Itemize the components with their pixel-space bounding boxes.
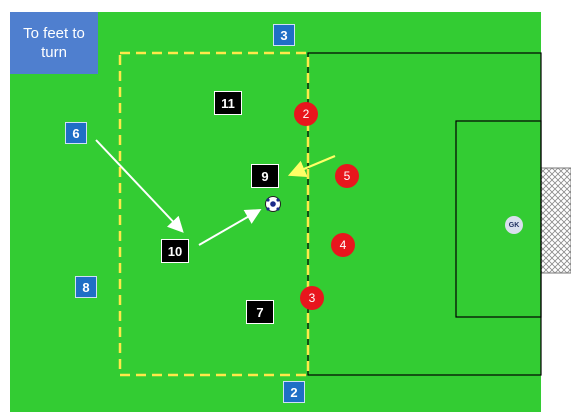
blue-player-6[interactable]: 6 bbox=[65, 122, 87, 144]
blue-player-2[interactable]: 2 bbox=[283, 381, 305, 403]
press-arrow-5-to-9 bbox=[287, 154, 336, 178]
run-arrow-6-to-10 bbox=[95, 139, 184, 233]
black-player-7[interactable]: 7 bbox=[246, 300, 274, 324]
red-player-4[interactable]: 4 bbox=[331, 233, 355, 257]
pass-arrow-10-to-ball bbox=[198, 209, 262, 246]
black-player-10[interactable]: 10 bbox=[161, 239, 189, 263]
red-player-5[interactable]: 5 bbox=[335, 164, 359, 188]
blue-player-3[interactable]: 3 bbox=[273, 24, 295, 46]
red-player-2[interactable]: 2 bbox=[294, 102, 318, 126]
drill-title: To feet to turn bbox=[10, 12, 98, 74]
red-player-3[interactable]: 3 bbox=[300, 286, 324, 310]
black-player-11[interactable]: 11 bbox=[214, 91, 242, 115]
blue-player-8[interactable]: 8 bbox=[75, 276, 97, 298]
goalkeeper[interactable]: GK bbox=[505, 216, 523, 234]
black-player-9[interactable]: 9 bbox=[251, 164, 279, 188]
soccer-ball-icon bbox=[265, 196, 281, 212]
pitch bbox=[10, 12, 541, 412]
goal-net-icon bbox=[540, 167, 571, 274]
six-yard-box bbox=[455, 120, 542, 318]
penalty-area bbox=[307, 52, 542, 376]
